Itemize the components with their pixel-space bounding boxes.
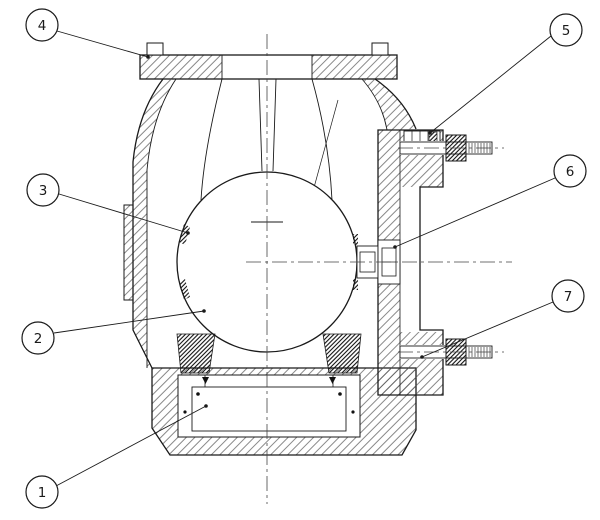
callout-balloon-3: 3 bbox=[26, 173, 60, 207]
callout-circle bbox=[25, 8, 59, 42]
pin-dot bbox=[183, 410, 187, 414]
seat-insert-inner bbox=[191, 386, 347, 432]
callout-balloon-5: 5 bbox=[549, 13, 583, 47]
valve-body bbox=[123, 78, 417, 369]
trunnion bbox=[356, 239, 401, 285]
centerlines bbox=[246, 34, 512, 504]
bearing-strip-upper-right bbox=[353, 234, 358, 245]
body-left-wall-inner bbox=[146, 78, 177, 368]
callout-label: 4 bbox=[38, 18, 47, 34]
callout-circle bbox=[553, 154, 587, 188]
callout-balloons: 4 5 6 3 2 7 1 bbox=[21, 8, 587, 509]
flange-plate bbox=[139, 54, 398, 80]
pin-dot bbox=[196, 392, 200, 396]
body-left-wall-outer bbox=[132, 78, 164, 369]
leader-4 bbox=[56, 30, 149, 58]
flange-tab-right bbox=[371, 42, 389, 56]
callout-label: 7 bbox=[564, 289, 573, 305]
seat-insert-outer bbox=[177, 374, 361, 438]
leader-6 bbox=[394, 177, 556, 248]
callout-balloon-1: 1 bbox=[25, 475, 59, 509]
leader-2 bbox=[53, 310, 205, 334]
callout-balloon-4: 4 bbox=[25, 8, 59, 42]
callout-label: 1 bbox=[38, 485, 47, 501]
seat-strip-upper-left bbox=[179, 224, 190, 245]
bore-curve-right bbox=[311, 78, 333, 201]
seat-strip-lower-left bbox=[179, 279, 190, 300]
seal-mark-right bbox=[329, 377, 336, 384]
leader-6-dot bbox=[393, 245, 397, 249]
body-right-wall-hatch bbox=[362, 79, 416, 130]
top-flange bbox=[139, 42, 398, 80]
callout-circle bbox=[551, 279, 585, 313]
callout-circle bbox=[21, 321, 55, 355]
callout-balloon-2: 2 bbox=[21, 321, 55, 355]
leader-2-dot bbox=[202, 309, 206, 313]
body-right-wall-outer bbox=[374, 78, 417, 130]
end-cap-lobe-bottom-hatch bbox=[400, 332, 443, 395]
leader-lines bbox=[53, 30, 556, 487]
leader-4-dot bbox=[146, 55, 150, 59]
seat-lower-left bbox=[176, 333, 216, 374]
flange-hatch-left bbox=[139, 54, 223, 80]
flange-hatch-right bbox=[311, 54, 398, 80]
callout-circle bbox=[26, 173, 60, 207]
leader-1-dot bbox=[204, 404, 208, 408]
pin-dot bbox=[351, 410, 355, 414]
body-left-boss bbox=[123, 204, 134, 301]
leader-7 bbox=[421, 301, 554, 358]
callout-circle bbox=[25, 475, 59, 509]
leader-7-dot bbox=[420, 355, 424, 359]
seat-lower-right bbox=[322, 333, 362, 374]
leader-1 bbox=[55, 405, 207, 487]
stem-lines bbox=[258, 78, 277, 173]
callout-label: 5 bbox=[562, 23, 571, 39]
leader-5 bbox=[429, 35, 552, 134]
bearing-strip-lower-right bbox=[353, 279, 358, 290]
leader-3 bbox=[58, 193, 189, 234]
callout-balloon-7: 7 bbox=[551, 279, 585, 313]
body-right-wall-inner bbox=[361, 78, 388, 131]
callout-label: 6 bbox=[566, 164, 575, 180]
leader-5-dot bbox=[428, 131, 432, 135]
leader-3-dot bbox=[186, 231, 190, 235]
callout-balloon-6: 6 bbox=[553, 154, 587, 188]
bore-curve-left bbox=[200, 78, 223, 201]
seal-mark-left bbox=[202, 377, 209, 384]
seat-rings bbox=[176, 224, 362, 374]
pin-dot bbox=[338, 392, 342, 396]
callout-label: 3 bbox=[39, 183, 48, 199]
flange-tab-left bbox=[146, 42, 164, 56]
callout-label: 2 bbox=[34, 331, 43, 347]
callout-circle bbox=[549, 13, 583, 47]
body-left-wall-hatch bbox=[133, 79, 176, 368]
bottom-section bbox=[151, 367, 417, 456]
